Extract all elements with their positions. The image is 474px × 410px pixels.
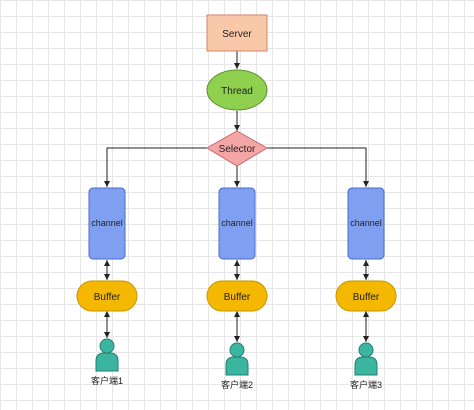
buffer-node-2: Buffer [206, 280, 268, 312]
channel-box [218, 187, 256, 260]
server-node: Server [206, 14, 268, 52]
selector-node: Selector [206, 130, 268, 167]
server-label: Server [222, 29, 252, 40]
buffer-node-3: Buffer [335, 280, 397, 312]
buffer-pill [335, 280, 397, 312]
channel-node-3: channel [347, 187, 385, 260]
client-label: 客户端3 [350, 379, 382, 390]
user-icon [354, 342, 378, 376]
buffer-label: Buffer [224, 292, 251, 303]
thread-label: Thread [221, 86, 253, 97]
buffer-node-1: Buffer [76, 280, 138, 312]
channel-label: channel [91, 218, 123, 228]
selector-diamond [206, 130, 268, 167]
client-node-2: 客户端2 [221, 342, 253, 390]
channel-node-2: channel [218, 187, 256, 260]
channel-box [88, 187, 126, 260]
channel-box [347, 187, 385, 260]
buffer-pill [76, 280, 138, 312]
connectors [104, 51, 369, 342]
buffer-label: Buffer [94, 292, 121, 303]
server-box [206, 14, 268, 52]
buffer-label: Buffer [353, 292, 380, 303]
thread-node: Thread [206, 69, 268, 111]
channel-label: channel [221, 218, 253, 228]
user-icon [95, 338, 119, 372]
channel-node-1: channel [88, 187, 126, 260]
client-node-1: 客户端1 [91, 338, 123, 386]
client-label: 客户端1 [91, 375, 123, 386]
client-node-3: 客户端3 [350, 342, 382, 390]
client-label: 客户端2 [221, 379, 253, 390]
buffer-pill [206, 280, 268, 312]
selector-label: Selector [219, 144, 256, 155]
thread-ellipse [206, 69, 268, 111]
selector-channel-3-connector [267, 147, 369, 187]
selector-channel-1-connector [104, 147, 207, 187]
user-icon [225, 342, 249, 376]
channel-label: channel [350, 218, 382, 228]
